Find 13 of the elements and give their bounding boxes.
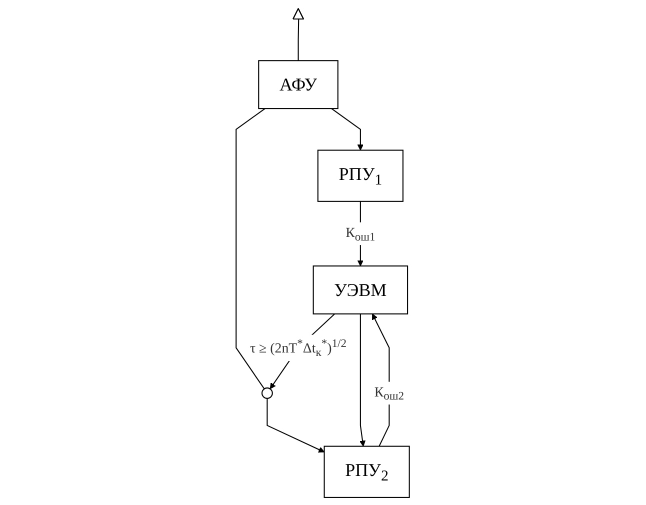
- arrow: [360, 313, 366, 446]
- node-switch: [262, 386, 274, 398]
- arrow: [332, 108, 364, 150]
- connector: [298, 18, 300, 60]
- edge-label: К$_{ош2}$: [374, 384, 404, 402]
- connector: [236, 108, 266, 389]
- node-box: УЭВМ: [313, 264, 408, 314]
- arrow: [266, 398, 325, 452]
- node-box: РПУ$_{2}$: [324, 445, 410, 498]
- node-box: РПУ$_{1}$: [318, 149, 404, 202]
- edge-label: К$_{ош1}$: [346, 224, 376, 243]
- node-box: АФУ: [258, 60, 339, 109]
- edge-label: τ ≥ (2nT$^{*}$Δt$_{к}$$^{*}$)$^{1/2}$: [250, 336, 347, 358]
